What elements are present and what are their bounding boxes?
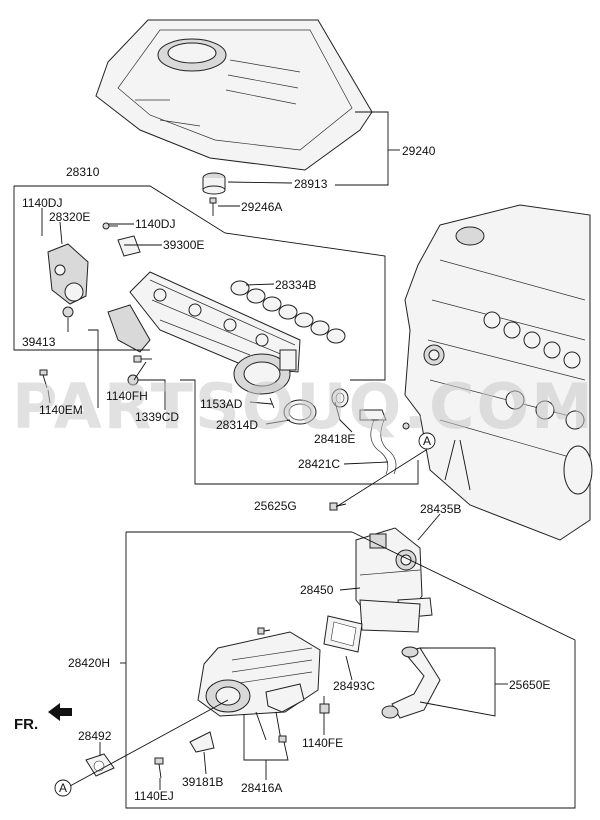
front-direction-label: FR. <box>14 716 38 733</box>
svg-text:A: A <box>423 434 431 448</box>
reference-marker-a-bottom: A <box>54 779 72 797</box>
bolt-25625G <box>329 502 347 511</box>
callout-28334B: 28334B <box>275 278 316 292</box>
callout-25625G: 25625G <box>254 499 297 513</box>
callout-1339CD: 1339CD <box>135 410 179 424</box>
callout-1140EM: 1140EM <box>39 403 83 417</box>
egr-cooler-28420H <box>197 627 321 717</box>
callout-28420H: 28420H <box>68 656 110 670</box>
callout-1140DJ-left: 1140DJ <box>22 196 62 210</box>
bolt-1153AD <box>269 397 275 409</box>
egr-valve-28450 <box>355 527 433 633</box>
callout-29246A: 29246A <box>241 200 282 214</box>
hoses-25650E <box>381 646 441 719</box>
front-direction-arrow <box>48 703 72 721</box>
callout-28913: 28913 <box>294 177 328 191</box>
callout-28421C: 28421C <box>298 457 340 471</box>
gasket-28492 <box>85 753 115 777</box>
callout-28435B: 28435B <box>420 502 461 516</box>
callout-1140DJ-right: 1140DJ <box>135 217 175 231</box>
bolts-28416A <box>255 711 287 743</box>
bolt-1140EM <box>39 369 48 389</box>
callout-1153AD: 1153AD <box>200 397 243 411</box>
bolt-29246A <box>209 197 217 216</box>
callout-1140FH: 1140FH <box>106 389 148 403</box>
bracket-39300E <box>102 222 141 257</box>
gasket-28418E <box>331 388 349 408</box>
callout-28320E: 28320E <box>49 210 90 224</box>
callout-28492: 28492 <box>78 729 112 743</box>
watermark: PARTSOUQ.COM <box>12 370 595 443</box>
callout-39181B: 39181B <box>182 775 223 789</box>
callout-28493C: 28493C <box>333 679 375 693</box>
gasket-28314D <box>283 399 317 425</box>
grommet-28913 <box>202 172 226 195</box>
callout-25650E: 25650E <box>509 678 550 692</box>
engine-cover <box>95 19 373 171</box>
gasket-28334B <box>230 280 346 344</box>
callout-1140EJ: 1140EJ <box>134 789 174 803</box>
intake-manifold <box>107 271 301 373</box>
callout-28450: 28450 <box>300 583 334 597</box>
callout-29240: 29240 <box>402 144 436 158</box>
sensor-28320E <box>47 243 89 305</box>
throttle-body <box>233 349 297 395</box>
nut-39413 <box>62 306 74 318</box>
bracket-39181B <box>189 731 215 753</box>
pipe-28421C <box>359 409 410 475</box>
reference-marker-a-top: A <box>418 432 436 450</box>
leader-lines <box>41 111 508 790</box>
bolt-1140EJ <box>154 757 164 779</box>
group-box-28420H <box>125 531 576 809</box>
callout-28418E: 28418E <box>314 432 355 446</box>
callout-39413: 39413 <box>22 335 56 349</box>
callout-1140FE: 1140FE <box>302 736 343 750</box>
bolt-1140FE <box>319 696 330 714</box>
callout-28314D: 28314D <box>216 418 258 432</box>
bolt-1140FH <box>133 355 152 363</box>
callout-28416A: 28416A <box>241 781 282 795</box>
callout-28310: 28310 <box>66 165 100 179</box>
callout-39300E: 39300E <box>163 238 204 252</box>
engine-block <box>404 204 593 541</box>
gasket-28493C <box>323 615 363 653</box>
svg-text:A: A <box>59 781 67 795</box>
group-box-28310 <box>14 185 386 381</box>
